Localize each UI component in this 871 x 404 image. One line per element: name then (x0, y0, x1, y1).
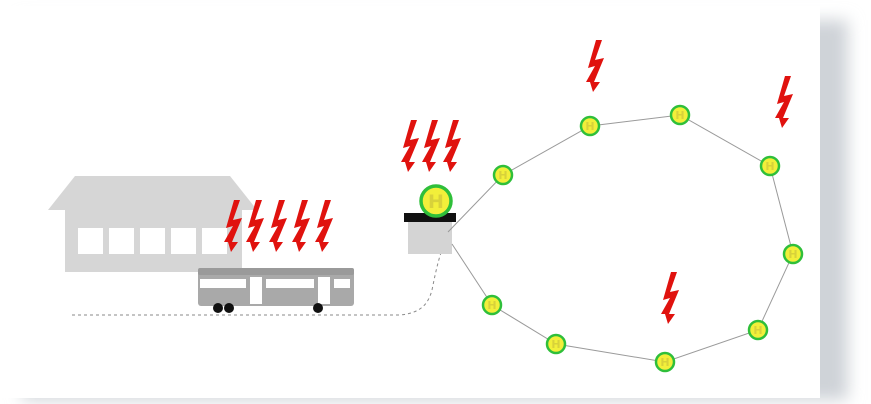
stop-letter: H (428, 191, 444, 213)
stop-letter: H (551, 338, 560, 351)
stop-circle (747, 319, 769, 341)
stop-circle (654, 351, 676, 373)
bus-wheel-middle (224, 303, 234, 313)
bus-stops: H H H H H H H H H H (419, 104, 804, 373)
depot-building-icon (48, 176, 257, 272)
bus-icon (198, 268, 354, 313)
stop-circle (782, 243, 804, 265)
terminal-charging-bolts (401, 120, 461, 172)
stop-circle (669, 104, 691, 126)
stop-letter: H (487, 299, 496, 312)
bus-stop-h-icon: H (759, 155, 781, 177)
bus-wheel-front (213, 303, 223, 313)
bus-stop-h-icon: H (747, 319, 769, 341)
stop-circle (492, 164, 514, 186)
stop-letter: H (498, 169, 507, 182)
bus-stop-h-icon: H (669, 104, 691, 126)
stop-letter: H (788, 248, 797, 261)
depot-bays (78, 228, 227, 254)
bus-stop-h-icon: H (545, 333, 567, 355)
stop-circle (481, 294, 503, 316)
bus-windows (200, 277, 350, 304)
stop-letter: H (585, 120, 594, 133)
stop-circle (759, 155, 781, 177)
bus-wheel-rear (313, 303, 323, 313)
stop-letter: H (753, 324, 762, 337)
stop-letter: H (765, 160, 774, 173)
terminal-stop (404, 213, 456, 254)
bus-stop-h-icon-terminal: H (419, 184, 453, 218)
terminal-bar (404, 213, 456, 222)
stop-letter: H (675, 109, 684, 122)
bus-roof (198, 268, 354, 275)
bus-stop-h-icon: H (654, 351, 676, 373)
bus-stop-h-icon: H (481, 294, 503, 316)
bus-stop-h-icon: H (782, 243, 804, 265)
bus-stop-h-icon: H (492, 164, 514, 186)
bus-stop-h-icon: H (579, 115, 601, 137)
card (2, 6, 848, 400)
depot-roof (48, 176, 257, 210)
stop-circle (545, 333, 567, 355)
stop-circle (579, 115, 601, 137)
terminal-shelter (408, 222, 452, 254)
stop-letter: H (660, 356, 669, 369)
